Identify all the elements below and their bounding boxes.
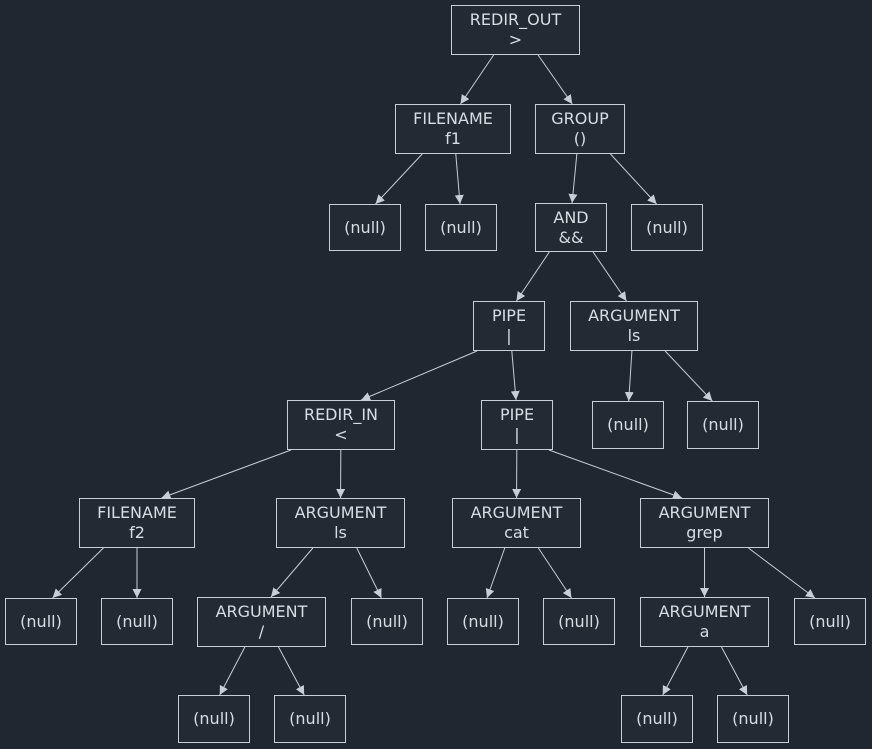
node-pipe: PIPE| — [473, 301, 545, 351]
edge-arrow — [460, 54, 495, 105]
edge-arrow — [52, 547, 104, 599]
node-null: (null) — [329, 204, 401, 251]
edge-arrow — [270, 547, 314, 598]
node-type-label: (null) — [646, 217, 688, 237]
node-null: (null) — [178, 695, 250, 743]
node-type-label: (null) — [289, 709, 331, 728]
node-value-label: ls — [627, 326, 641, 345]
node-type-label: ARGUMENT — [658, 602, 751, 621]
node-null: (null) — [717, 695, 789, 743]
node-type-label: (null) — [116, 611, 158, 631]
node-type-label: (null) — [462, 611, 504, 631]
node-type-label: GROUP — [551, 109, 609, 128]
node-type-label: (null) — [440, 217, 482, 237]
edge-arrow — [721, 646, 748, 696]
node-type-label: PIPE — [491, 306, 527, 325]
edge-arrow — [624, 350, 634, 402]
edge-arrow — [454, 153, 464, 205]
edge-arrow — [537, 54, 573, 105]
node-type-label: ARGUMENT — [470, 503, 563, 522]
node-value-label: ls — [334, 523, 347, 542]
node-type-label: ARGUMENT — [294, 503, 387, 522]
node-type-label: REDIR_IN — [303, 405, 379, 424]
node-type-label: ARGUMENT — [658, 503, 751, 522]
node-pipe: PIPE| — [481, 400, 553, 450]
node-value-label: () — [573, 129, 587, 148]
node-value-label: a — [699, 622, 710, 641]
node-null: (null) — [543, 598, 615, 645]
node-value-label: / — [258, 622, 265, 641]
node-type-label: (null) — [366, 611, 408, 631]
node-type-label: (null) — [702, 415, 744, 434]
node-type-label: (null) — [344, 217, 386, 237]
edge-arrow — [356, 547, 382, 599]
node-argument: ARGUMENT/ — [197, 597, 326, 647]
node-null: (null) — [425, 204, 497, 251]
node-null: (null) — [687, 401, 759, 449]
edge-arrow — [510, 350, 520, 401]
edge-arrow — [537, 547, 572, 599]
node-type-label: ARGUMENT — [215, 602, 308, 621]
edge-arrow — [161, 449, 292, 500]
node-null: (null) — [351, 598, 423, 645]
edge-arrow — [592, 251, 627, 302]
node-value-label: < — [334, 425, 348, 444]
node-redir-out: REDIR_OUT> — [451, 5, 580, 55]
node-null: (null) — [794, 598, 866, 645]
edge-arrow — [662, 646, 689, 696]
node-value-label: && — [558, 227, 584, 247]
node-type-label: (null) — [809, 611, 851, 631]
node-type-label: (null) — [193, 709, 235, 728]
node-value-label: f2 — [129, 523, 145, 542]
node-null: (null) — [5, 598, 77, 645]
node-type-label: (null) — [558, 611, 600, 631]
node-type-label: (null) — [732, 709, 774, 728]
node-null: (null) — [592, 401, 664, 449]
node-type-label: PIPE — [499, 405, 535, 424]
node-and: AND&& — [535, 203, 607, 252]
node-null: (null) — [274, 695, 346, 743]
node-value-label: grep — [686, 523, 723, 542]
node-group: GROUP() — [535, 104, 625, 154]
node-type-label: (null) — [607, 415, 649, 434]
edge-arrow — [568, 153, 578, 204]
node-type-label: REDIR_OUT — [469, 10, 562, 29]
node-type-label: FILENAME — [413, 109, 493, 128]
edge-arrow — [219, 646, 246, 696]
node-null: (null) — [631, 204, 703, 251]
node-null: (null) — [447, 598, 519, 645]
edge-arrow — [485, 547, 506, 599]
node-type-label: AND — [553, 207, 589, 227]
node-null: (null) — [101, 598, 173, 645]
node-type-label: (null) — [636, 709, 678, 728]
node-type-label: ARGUMENT — [588, 306, 680, 325]
node-value-label: > — [508, 30, 523, 49]
node-redir-in: REDIR_IN< — [287, 400, 395, 450]
edge-arrow — [610, 153, 657, 205]
edge-arrow — [278, 646, 305, 696]
edge-arrow — [516, 251, 550, 302]
node-value-label: | — [514, 425, 520, 444]
node-value-label: f1 — [445, 129, 461, 148]
edge-arrow — [360, 350, 478, 401]
node-value-label: | — [506, 326, 512, 345]
node-type-label: FILENAME — [97, 503, 177, 522]
node-null: (null) — [621, 695, 693, 743]
node-type-label: (null) — [20, 611, 62, 631]
edge-arrow — [664, 350, 713, 402]
edge-arrow — [748, 547, 816, 599]
edge-arrow — [375, 153, 423, 205]
edge-arrow — [548, 449, 683, 500]
node-value-label: cat — [504, 523, 529, 542]
